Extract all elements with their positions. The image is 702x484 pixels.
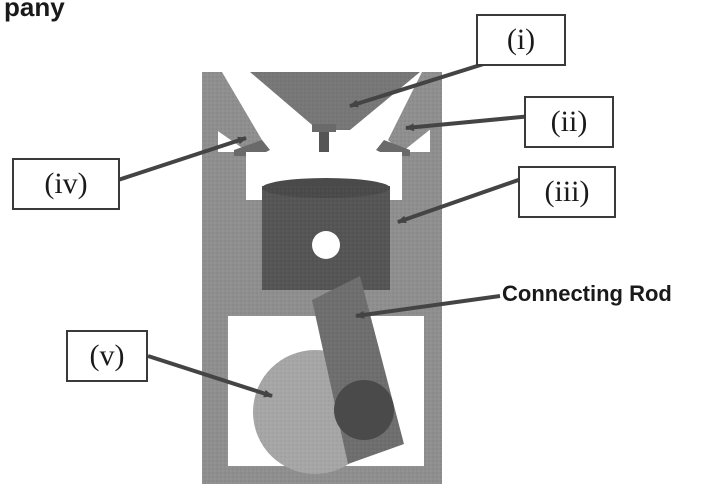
label-ii: (ii) [524, 96, 614, 148]
arrow-connecting-rod [355, 294, 501, 319]
arrow-iii [397, 176, 525, 224]
partial-heading-text: pany [4, 0, 65, 22]
connecting-rod-label: Connecting Rod [502, 281, 672, 306]
spark-plug-tip [319, 128, 329, 152]
arrow-v [147, 354, 273, 398]
arrow-iv [117, 136, 247, 182]
label-iii: (iii) [518, 166, 616, 218]
arrow-i [349, 60, 491, 108]
crank-pin [334, 380, 394, 440]
label-iv: (iv) [12, 158, 120, 210]
label-i: (i) [476, 14, 566, 66]
piston-pin [312, 231, 340, 259]
label-v: (v) [66, 330, 148, 382]
arrow-ii [405, 114, 533, 132]
